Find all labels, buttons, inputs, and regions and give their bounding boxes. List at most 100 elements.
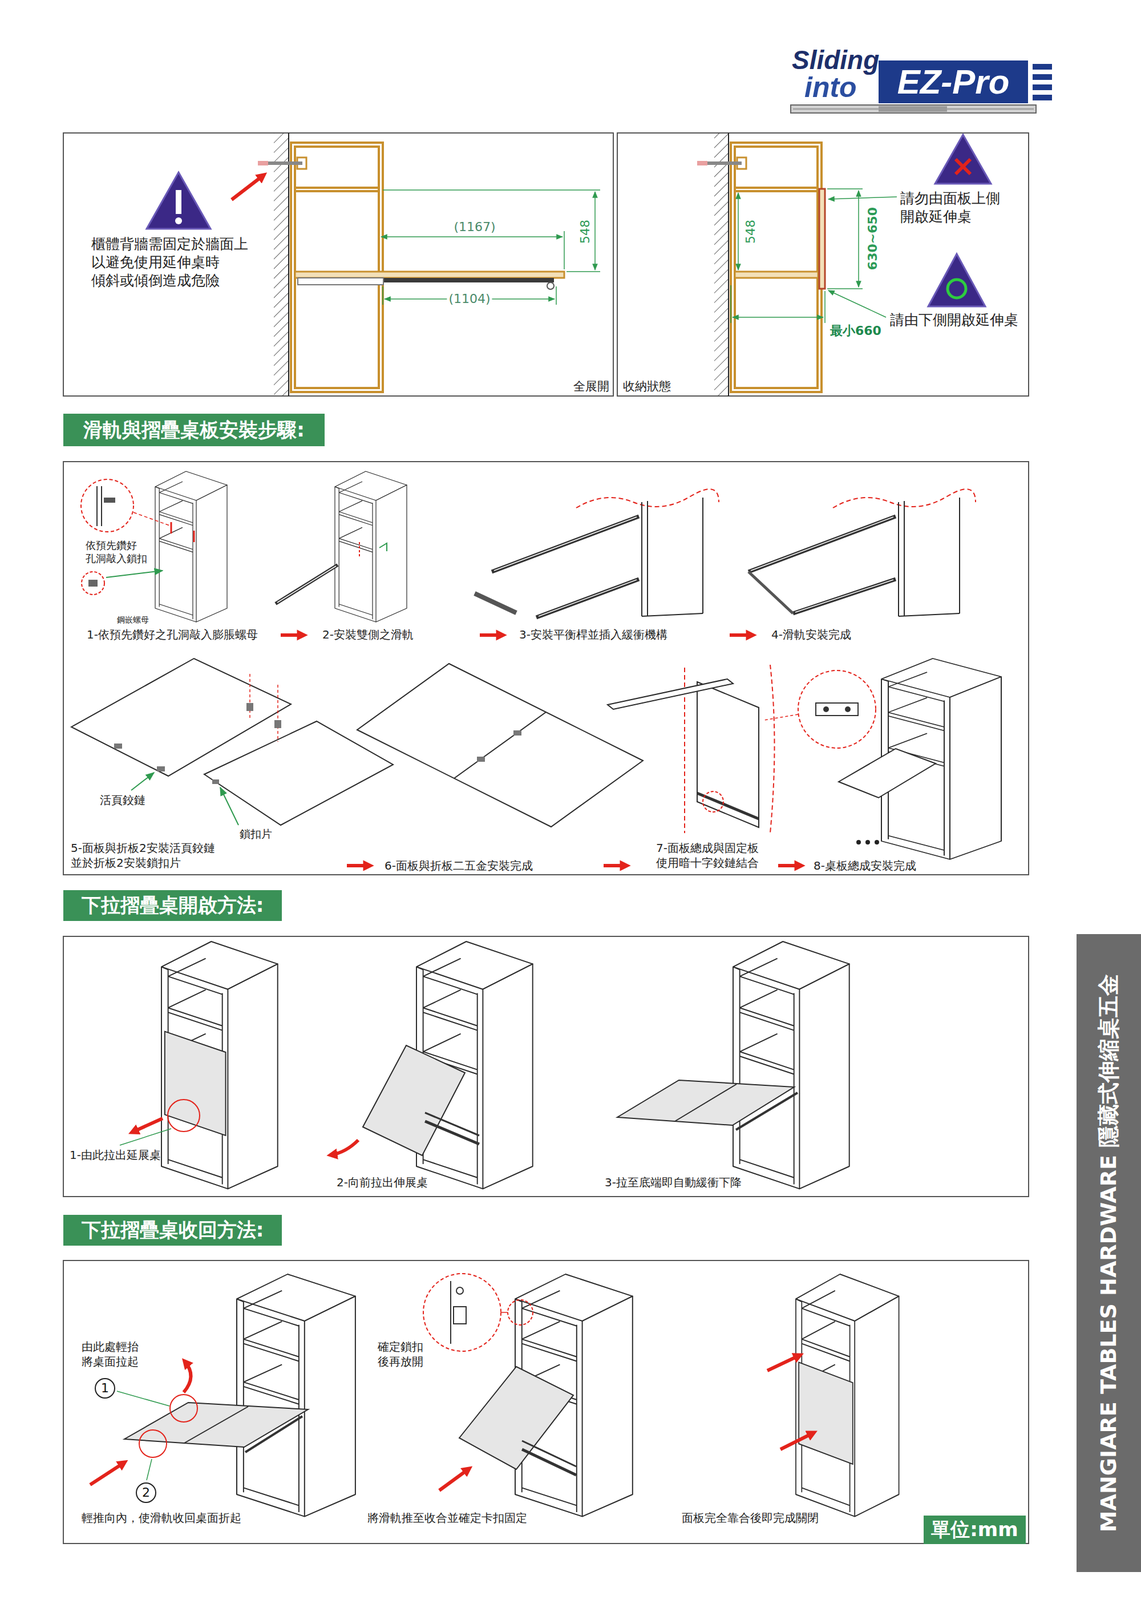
install-steps-part-part: [641, 613, 703, 617]
extended-view-part-part: [381, 236, 563, 238]
install-steps-part-part: [898, 613, 960, 617]
install-steps-part: [795, 579, 894, 613]
install-steps-part: [212, 779, 220, 784]
logo-text: into: [804, 73, 857, 102]
stored-view-part-part: [734, 146, 818, 388]
extended-view-part-part: [294, 146, 379, 388]
install-steps-part-part: [702, 497, 704, 614]
install-steps-part-part: [959, 497, 961, 614]
install-steps-part: [133, 512, 172, 527]
extended-view-part: [257, 161, 303, 165]
node-text: 單位:mm: [931, 1518, 1018, 1541]
node-text: 下拉摺疊桌開啟方法:: [81, 893, 265, 917]
open-steps-part: [674, 1083, 737, 1122]
open-steps-part: [617, 1079, 795, 1126]
close-steps-part: [184, 1406, 249, 1443]
install-steps-part: [815, 702, 859, 716]
warning-note: 請由下側開啟延伸桌: [889, 310, 1019, 330]
install-steps-part-part: [479, 633, 503, 637]
logo-art-part: [1032, 84, 1053, 91]
install-steps-part: [204, 721, 394, 825]
panel-frame-part: [63, 1260, 1029, 1544]
install-steps-part: [106, 570, 163, 578]
stored-view-part-part: [730, 142, 822, 392]
install-steps-part-part: [903, 500, 905, 617]
callout-number: 1: [94, 1377, 116, 1399]
close-steps-part: [146, 1458, 152, 1480]
stored-view: [697, 132, 991, 396]
stored-view-part: [730, 188, 897, 323]
install-steps-part: [275, 564, 338, 604]
node-text: 2: [142, 1485, 151, 1500]
extended-view-part: [257, 160, 269, 166]
install-steps-part-part: [334, 471, 407, 622]
install-steps-part: [220, 787, 239, 825]
stored-view-part-part: [730, 285, 732, 323]
install-steps-part: [358, 541, 360, 557]
close-steps-part: [116, 1390, 170, 1406]
close-steps-part: [456, 1287, 464, 1294]
close-steps-part: [439, 1468, 469, 1491]
install-steps-part: [513, 730, 522, 736]
open-steps-part: [425, 1112, 480, 1136]
step-caption: 8-桌板總成安裝完成: [813, 858, 917, 874]
warning-note: 請勿由面板上側 開啟延伸桌: [900, 189, 1008, 226]
logo-art-part: [1032, 94, 1053, 101]
install-steps: [71, 471, 1002, 866]
stored-view-part-part: [734, 189, 818, 193]
open-steps-part-part: [733, 941, 850, 1189]
stored-view-part-part: [737, 192, 739, 270]
step-caption: 4-滑軌安裝完成: [771, 627, 852, 643]
stored-view-part-part: [827, 288, 863, 290]
stored-view-part: [697, 161, 742, 165]
callout-label: 依預先鑽好 孔洞敲入鎖扣: [85, 538, 152, 565]
install-steps-part: [641, 497, 703, 617]
extended-view-part: [382, 277, 554, 283]
install-steps-part: [823, 706, 829, 712]
panel-frame-part: [617, 132, 1029, 396]
install-steps-part: [491, 516, 639, 572]
stored-view-part: [734, 271, 819, 278]
stored-view-part: [714, 132, 729, 396]
logo-badge: EZ-Pro: [878, 60, 1029, 104]
stored-view-part-part: [828, 290, 886, 318]
extended-view-part: [231, 175, 264, 200]
extended-view-part-part: [294, 186, 379, 189]
install-steps-part: [838, 748, 936, 798]
close-steps-part-part: [236, 1273, 356, 1517]
step-caption: 1-由此拉出延展桌: [69, 1147, 161, 1163]
install-steps-part-part: [865, 839, 871, 845]
install-steps-part-part: [603, 863, 627, 868]
dimension-label: (1104): [446, 290, 492, 307]
panel-frame-part: [63, 936, 1029, 1197]
open-steps-part-part: [164, 1031, 226, 1136]
step-caption: 輕推向內，使滑軌收回桌面折起: [81, 1510, 242, 1526]
section-header: 下拉摺疊桌開啟方法:: [63, 889, 282, 921]
logo-art-part: [1032, 63, 1053, 70]
install-steps-part: [96, 486, 98, 527]
install-steps-part-part: [646, 500, 649, 617]
callout-label: 確定鎖扣 後再放開: [377, 1339, 430, 1369]
close-steps-part: [236, 1273, 356, 1517]
extended-view-part: [146, 172, 211, 229]
install-steps-part: [764, 714, 799, 720]
install-steps-part: [898, 497, 960, 617]
install-steps-part: [357, 663, 643, 827]
install-steps-part: [246, 702, 254, 711]
step-caption: 5-面板與折板2安裝活頁鉸鏈 並於折板2安裝鎖扣片: [70, 840, 222, 871]
close-steps: [90, 1273, 900, 1517]
install-steps-part: [100, 486, 103, 527]
close-steps-part: [450, 1280, 452, 1344]
install-steps-part: [494, 516, 637, 571]
panel-frame-part: [63, 461, 1029, 875]
extended-view-part-part: [566, 270, 601, 273]
stored-view-part: [935, 134, 991, 184]
open-steps: [119, 941, 850, 1189]
extended-view-part-part: [294, 189, 379, 193]
install-steps-part: [277, 684, 279, 742]
close-steps-part-part: [795, 1273, 900, 1517]
close-steps-part: [245, 1415, 303, 1452]
install-steps-part: [798, 670, 876, 748]
stored-view-part-part: [827, 188, 863, 190]
install-steps-part: [454, 711, 546, 779]
